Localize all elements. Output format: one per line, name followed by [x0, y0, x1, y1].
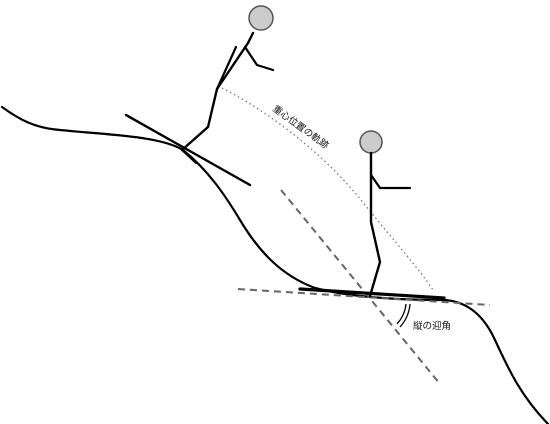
- vertical-reference-line: [280, 189, 441, 385]
- cog-trajectory: [221, 87, 434, 291]
- jumper-upper-ski: [124, 113, 252, 187]
- jumper-upper-body: [180, 31, 255, 152]
- jumper-lower-body: [368, 151, 382, 298]
- slope-profile: [0, 105, 550, 424]
- jumper-upper-head: [248, 5, 274, 31]
- jumper-lower: [298, 130, 446, 300]
- trajectory-label: 重心位置の軌跡: [270, 103, 331, 152]
- horizontal-reference-line: [237, 288, 491, 306]
- jumper-upper-back-leg: [215, 45, 238, 91]
- angle-arc-inner: [396, 303, 407, 325]
- jumper-lower-ski: [298, 287, 446, 300]
- jumper-upper-pole: [181, 149, 197, 164]
- jumper-upper-arm: [243, 45, 275, 72]
- jumper-upper: [124, 5, 275, 187]
- jumper-lower-head: [359, 130, 383, 154]
- jumper-lower-arm: [369, 173, 412, 190]
- angle-label: 縦の迎角: [413, 320, 451, 332]
- angle-arc-outer: [399, 303, 411, 328]
